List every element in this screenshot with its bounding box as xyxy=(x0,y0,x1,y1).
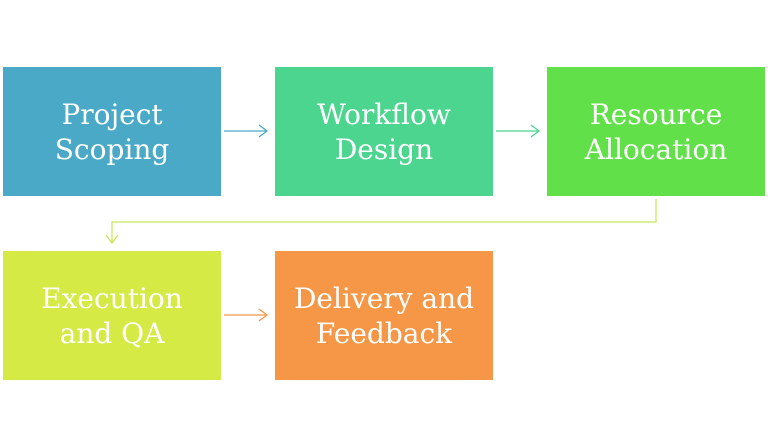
connector-scoping-to-workflow xyxy=(224,124,269,138)
step-label: Project Scoping xyxy=(54,97,170,166)
step-label: Resource Allocation xyxy=(584,97,728,166)
step-workflow-design: Workflow Design xyxy=(275,67,493,196)
connector-execution-to-delivery xyxy=(224,308,269,322)
step-label: Workflow Design xyxy=(317,97,451,166)
connector-resource-to-execution xyxy=(105,199,657,245)
step-resource-allocation: Resource Allocation xyxy=(547,67,765,196)
step-label: Delivery and Feedback xyxy=(293,281,475,350)
step-execution-and-qa: Execution and QA xyxy=(3,251,221,380)
step-delivery-and-feedback: Delivery and Feedback xyxy=(275,251,493,380)
connector-workflow-to-resource xyxy=(496,124,541,138)
step-label: Execution and QA xyxy=(41,281,183,350)
step-project-scoping: Project Scoping xyxy=(3,67,221,196)
